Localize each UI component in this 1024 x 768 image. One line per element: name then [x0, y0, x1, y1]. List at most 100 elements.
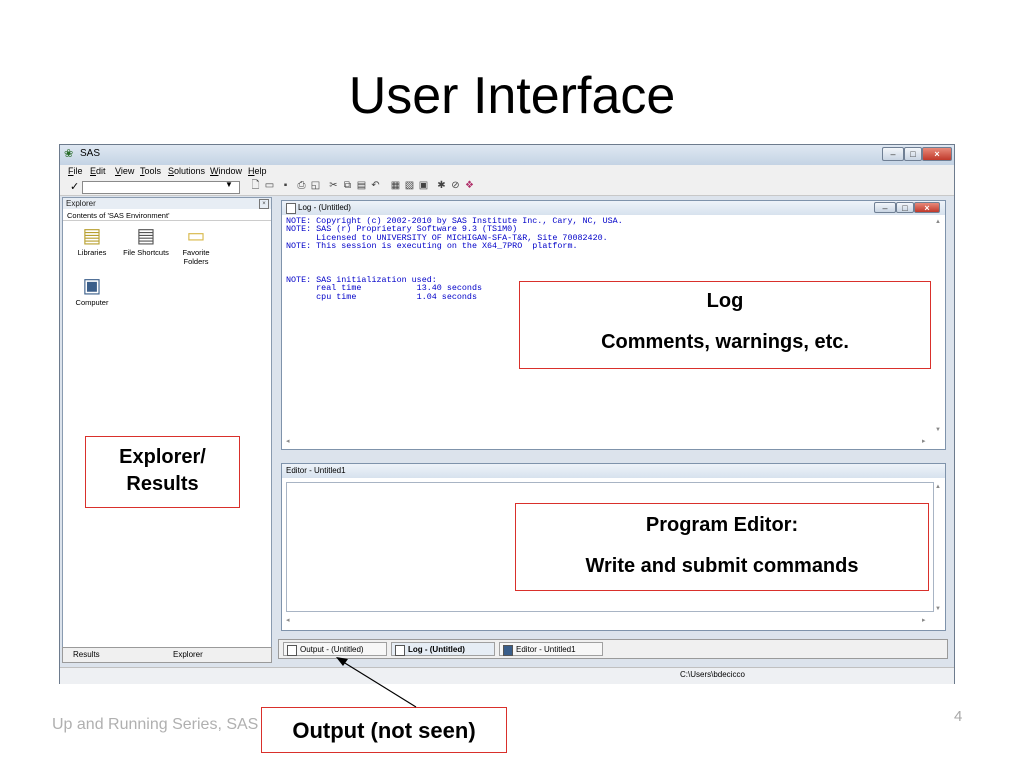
log-line: Licensed to UNIVERSITY OF MICHIGAN-SFA-T… [286, 232, 608, 243]
tab-output[interactable]: Output - (Untitled) [283, 642, 387, 656]
undo-icon[interactable]: ↶ [371, 180, 380, 191]
menu-bar: File Edit View Tools Solutions Window He… [60, 165, 954, 179]
file-shortcuts-icon: ▤ [136, 225, 156, 247]
log-maximize-button[interactable]: □ [896, 202, 914, 213]
menu-tools[interactable]: Tools [140, 166, 162, 176]
editor-header: Editor - Untitled1 [282, 464, 945, 478]
sas-app-icon: ❀ [64, 148, 74, 160]
log-minimize-button[interactable]: – [874, 202, 896, 213]
command-box[interactable] [82, 181, 240, 194]
menu-help[interactable]: Help [248, 166, 267, 176]
log-line: NOTE: SAS (r) Proprietary Software 9.3 (… [286, 224, 518, 235]
explorer-icon[interactable]: ▣ [418, 180, 429, 191]
computer-icon: ▣ [82, 275, 102, 297]
log-title: Log - (Untitled) [298, 203, 351, 212]
scroll-up-icon[interactable]: ▲ [935, 219, 941, 225]
chevron-down-icon[interactable]: ▼ [225, 180, 233, 189]
tab-label: Editor - Untitled1 [516, 645, 576, 654]
copy-icon[interactable]: ⧉ [343, 180, 352, 191]
submit-check-icon[interactable]: ✓ [70, 181, 80, 193]
tab-label: Output - (Untitled) [300, 645, 364, 654]
current-folder-path[interactable]: C:\Users\bdecicco [680, 670, 745, 679]
library-icon: ▤ [82, 225, 102, 247]
window-tab-bar: Output - (Untitled) Log - (Untitled) Edi… [278, 639, 948, 659]
tab-explorer[interactable]: Explorer [173, 650, 203, 659]
log-line: cpu time 1.04 seconds [286, 291, 477, 302]
menu-edit[interactable]: Edit [90, 166, 106, 176]
title-bar: ❀ SAS – □ × [60, 145, 954, 165]
sas-window: ❀ SAS – □ × File Edit View Tools Solutio… [59, 144, 955, 684]
scroll-left-icon[interactable]: ◂ [286, 438, 290, 445]
menu-window[interactable]: Window [210, 166, 243, 176]
explorer-contents-label: Contents of 'SAS Environment' [63, 210, 271, 221]
print-icon[interactable]: ⎙ [297, 180, 306, 191]
print-preview-icon[interactable]: ◱ [310, 180, 321, 191]
cut-icon[interactable]: ✂ [329, 180, 338, 191]
log-line: NOTE: SAS initialization used: [286, 274, 437, 285]
scroll-left-icon[interactable]: ◂ [286, 617, 290, 624]
tab-log[interactable]: Log - (Untitled) [391, 642, 495, 656]
editor-icon [503, 645, 513, 656]
scroll-down-icon[interactable]: ▼ [935, 606, 941, 612]
log-callout-desc: Comments, warnings, etc. [601, 331, 849, 353]
menu-solutions[interactable]: Solutions [168, 166, 206, 176]
run-icon[interactable]: ✱ [437, 180, 446, 191]
help-icon[interactable]: ❖ [465, 180, 474, 191]
explorer-tab-bar: Results Explorer [62, 647, 272, 663]
page-number: 4 [954, 708, 963, 725]
tab-results[interactable]: Results [73, 650, 100, 659]
explorer-item-computer[interactable]: ▣ Computer [67, 274, 117, 307]
explorer-header-label: Explorer [66, 199, 96, 208]
explorer-callout: Explorer/ Results [85, 436, 240, 508]
libraries-icon[interactable]: ▦ [390, 180, 401, 191]
output-callout-text: Output (not seen) [292, 718, 476, 743]
slide-title: User Interface [348, 67, 676, 125]
arrow-line [339, 659, 417, 708]
log-header: Log - (Untitled) – □ × [282, 201, 945, 215]
arrow-head [336, 657, 348, 666]
tab-label: Log - (Untitled) [408, 645, 465, 654]
slide-footer: Up and Running Series, SAS [52, 716, 259, 733]
explorer-callout-line2: Results [126, 473, 199, 495]
window-title: SAS [80, 148, 101, 159]
close-icon[interactable]: × [259, 199, 269, 209]
item-label: Favorite Folders [182, 248, 210, 266]
output-callout: Output (not seen) [261, 707, 507, 753]
file-shortcuts-icon[interactable]: ▧ [404, 180, 415, 191]
log-text: NOTE: Copyright (c) 2002-2010 by SAS Ins… [286, 217, 623, 301]
log-close-button[interactable]: × [914, 202, 940, 213]
explorer-item-favorite-folders[interactable]: ▭ Favorite Folders [171, 224, 221, 266]
explorer-item-file-shortcuts[interactable]: ▤ File Shortcuts [121, 224, 171, 257]
menu-file[interactable]: File [68, 166, 83, 176]
output-icon [287, 645, 297, 656]
break-icon[interactable]: ⊘ [451, 180, 460, 191]
item-label: Computer [75, 298, 109, 307]
toolbar: ✓ ▼ 🗋 ▭ ▪ ⎙ ◱ ✂ ⧉ ▤ ↶ ▦ ▧ ▣ ✱ ⊘ ❖ [60, 179, 954, 196]
explorer-header: Explorer × [63, 198, 271, 209]
scroll-right-icon[interactable]: ▸ [922, 617, 926, 624]
scroll-up-icon[interactable]: ▲ [935, 484, 941, 490]
explorer-item-libraries[interactable]: ▤ Libraries [67, 224, 117, 257]
maximize-button[interactable]: □ [904, 147, 922, 161]
scroll-right-icon[interactable]: ▸ [922, 438, 926, 445]
log-callout: Log Comments, warnings, etc. [519, 281, 931, 369]
minimize-button[interactable]: – [882, 147, 904, 161]
editor-text-area[interactable] [286, 482, 934, 612]
open-icon[interactable]: ▭ [264, 180, 275, 191]
item-label: Libraries [77, 248, 107, 257]
save-icon[interactable]: ▪ [283, 180, 288, 191]
new-icon[interactable]: 🗋 [251, 180, 260, 191]
paste-icon[interactable]: ▤ [356, 180, 367, 191]
explorer-callout-line1: Explorer/ [119, 446, 206, 468]
close-button[interactable]: × [922, 147, 952, 161]
editor-callout: Program Editor: Write and submit command… [515, 503, 929, 591]
contents-label-text: Contents of 'SAS Environment' [67, 211, 170, 220]
log-icon [395, 645, 405, 656]
menu-view[interactable]: View [115, 166, 135, 176]
tab-editor[interactable]: Editor - Untitled1 [499, 642, 603, 656]
status-bar: C:\Users\bdecicco [60, 667, 954, 684]
log-window-icon [286, 203, 296, 214]
scroll-down-icon[interactable]: ▼ [935, 427, 941, 433]
log-line: NOTE: Copyright (c) 2002-2010 by SAS Ins… [286, 216, 623, 226]
